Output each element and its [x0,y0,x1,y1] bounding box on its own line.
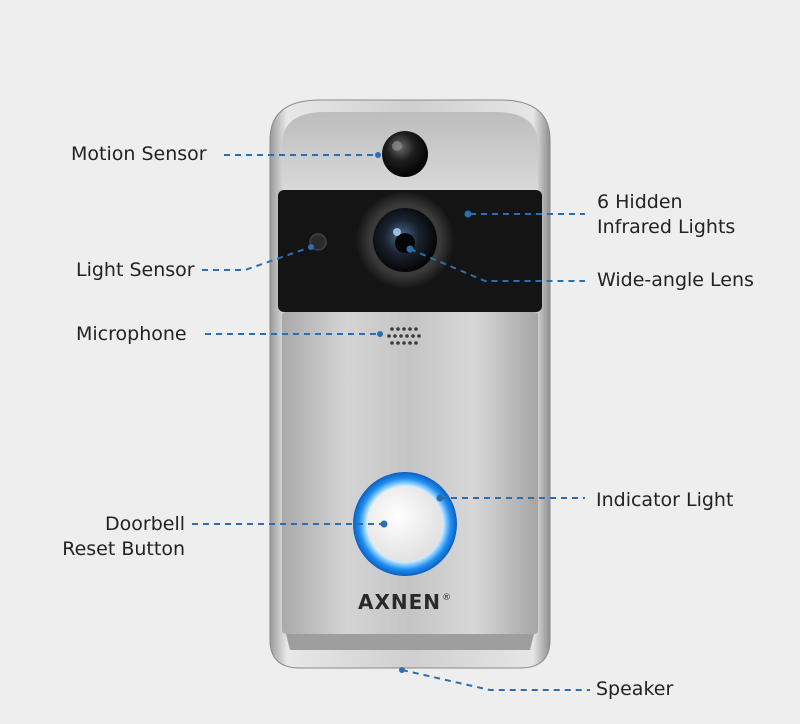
label-infrared-lights: 6 Hidden Infrared Lights [597,190,735,240]
motion-sensor-icon [382,131,428,177]
brand-logo: AXNEN® [300,590,510,614]
brand-registered-mark: ® [442,593,453,603]
leader-speaker [401,669,590,691]
leader-end-dots [308,152,472,673]
doorbell-button [367,486,443,562]
label-infrared-line1: 6 Hidden [597,191,683,213]
leader-light-sensor [202,246,312,271]
leader-lens [409,248,585,282]
label-light-sensor: Light Sensor [76,259,195,281]
leader-lines [192,154,590,691]
label-speaker: Speaker [596,678,674,700]
label-motion-sensor: Motion Sensor [71,143,207,165]
bottom-lip [286,634,534,650]
microphone-icon [387,327,421,345]
lens-reflection [393,228,401,236]
label-microphone: Microphone [76,323,187,345]
motion-sensor-highlight [392,141,402,151]
label-doorbell-reset-button: Doorbell Reset Button [60,512,185,562]
label-doorbell-line2: Reset Button [62,538,185,560]
label-infrared-line2: Infrared Lights [597,216,736,238]
light-sensor-icon [309,233,327,251]
label-indicator-light: Indicator Light [596,489,734,511]
brand-name: AXNEN [357,590,442,614]
label-doorbell-line1: Doorbell [105,513,185,535]
label-wide-angle-lens: Wide-angle Lens [597,269,754,291]
doorbell-device [269,99,551,669]
